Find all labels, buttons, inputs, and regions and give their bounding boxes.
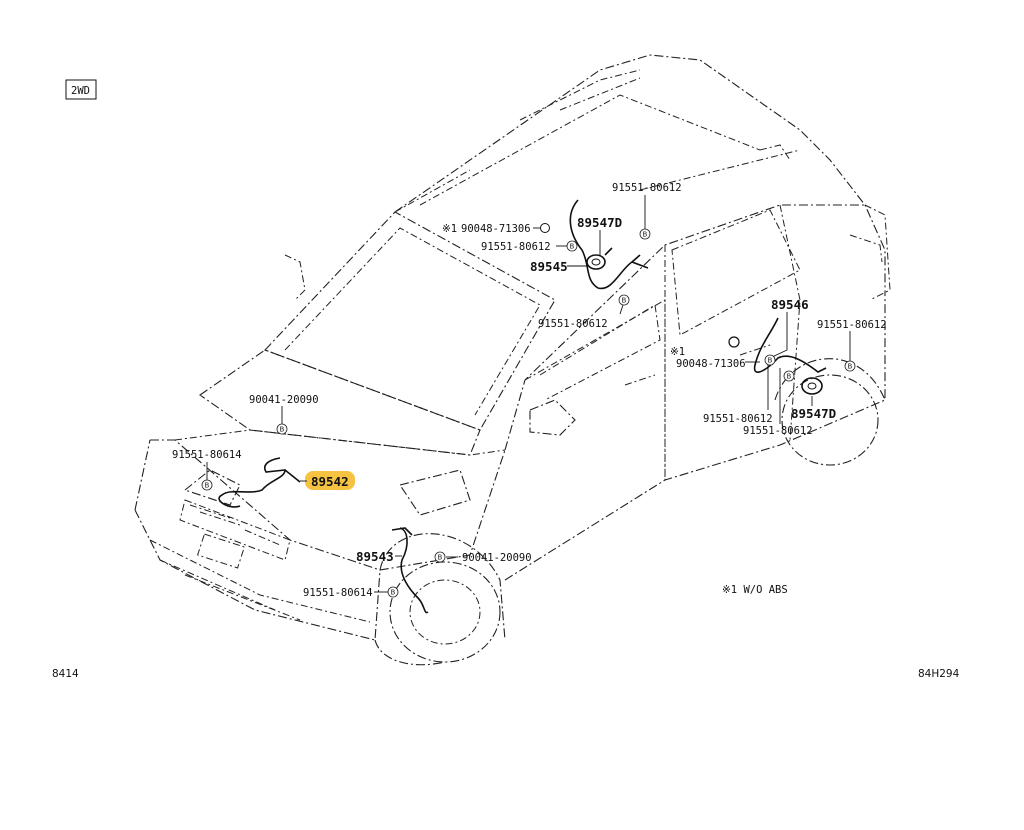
svg-text:B: B	[438, 554, 443, 562]
svg-text:B: B	[622, 297, 627, 305]
callout-rear-right-clip-a[interactable]: 91551-80612	[703, 413, 773, 425]
svg-text:B: B	[643, 231, 648, 239]
svg-text:B: B	[787, 373, 792, 381]
footer-right-code: 84H294	[918, 668, 960, 680]
svg-text:B: B	[280, 426, 285, 434]
svg-text:B: B	[205, 482, 210, 490]
callout-rear-right-sensor[interactable]: 89547D	[791, 406, 836, 421]
bolt-symbol: B	[387, 586, 399, 598]
footer-left-code: 8414	[52, 668, 79, 680]
bolt-symbol: B	[783, 370, 795, 382]
callout-front-clip-left[interactable]: 91551-80614	[172, 449, 242, 461]
bolt-symbol: B	[566, 240, 578, 252]
bolt-symbol: B	[618, 294, 630, 306]
callout-rear-left-clip-bottom[interactable]: 91551-80612	[538, 318, 608, 330]
bolt-symbol: B	[764, 354, 776, 366]
bolt-symbols: B B B B B B B B B B	[201, 228, 856, 598]
callout-rear-right-harness[interactable]: 89546	[771, 297, 809, 312]
callout-rear-left-sensor[interactable]: 89547D	[577, 215, 622, 230]
callout-rear-left-clip-top[interactable]: 91551-80612	[612, 182, 682, 194]
svg-text:B: B	[391, 589, 396, 597]
svg-text:B: B	[768, 357, 773, 365]
bolt-symbol: B	[276, 423, 288, 435]
callout-front-bolt-top[interactable]: 90041-20090	[249, 394, 319, 406]
wiring	[218, 199, 827, 614]
callout-front-left-bolt[interactable]: 90041-20090	[462, 552, 532, 564]
callouts: 91551-80612 89547D ※1 90048-71306 91551-…	[172, 182, 887, 599]
callout-rear-left-clip-left[interactable]: 91551-80612	[481, 241, 551, 253]
abs-note: ※1 W/O ABS	[722, 584, 788, 596]
corner-tag-text: 2WD	[71, 85, 90, 97]
callout-rear-right-clip-right[interactable]: 91551-80612	[817, 319, 887, 331]
callout-front-left-sensor[interactable]: 89543	[356, 549, 394, 564]
leader-lines	[206, 195, 851, 593]
callout-rear-right-note-mark: ※1	[670, 346, 685, 358]
bolt-symbol: B	[201, 479, 213, 491]
highlight-89542	[305, 471, 355, 490]
callout-front-right-sensor[interactable]: 89542	[311, 474, 349, 489]
callout-rear-left-harness[interactable]: 89545	[530, 259, 568, 274]
callout-rear-left-note-mark: ※1	[442, 223, 457, 235]
callout-rear-right-clip-b[interactable]: 91551-80612	[743, 425, 813, 437]
bolt-symbol: B	[434, 551, 446, 563]
bolt-90048-icon	[540, 223, 550, 233]
svg-text:B: B	[848, 363, 853, 371]
bolt-symbol: B	[844, 360, 856, 372]
callout-rear-left-bolt[interactable]: 90048-71306	[461, 223, 531, 235]
corner-tag: 2WD	[65, 79, 97, 100]
svg-text:B: B	[570, 243, 575, 251]
callout-rear-right-bolt[interactable]: 90048-71306	[676, 358, 746, 370]
bolt-symbol: B	[639, 228, 651, 240]
vehicle-outline	[134, 54, 891, 666]
callout-front-left-clip[interactable]: 91551-80614	[303, 587, 373, 599]
